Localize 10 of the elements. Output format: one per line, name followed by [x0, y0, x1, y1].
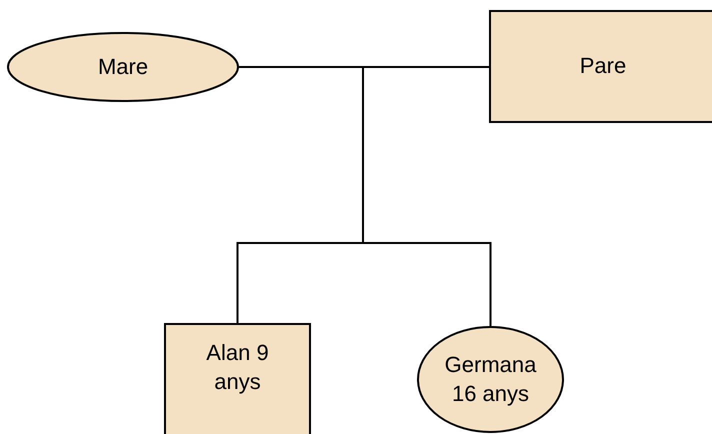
family-line	[239, 66, 489, 68]
person-label: Mare	[98, 52, 148, 81]
person-box	[489, 10, 712, 123]
person-ellipse	[417, 326, 564, 433]
person-ellipse	[7, 32, 239, 102]
person-label: Germana 16 anys	[444, 350, 538, 408]
person-label: Pare	[580, 52, 626, 80]
family-line	[362, 67, 492, 326]
person-box	[164, 323, 311, 434]
person-label: Alan 9 anys	[205, 339, 270, 396]
